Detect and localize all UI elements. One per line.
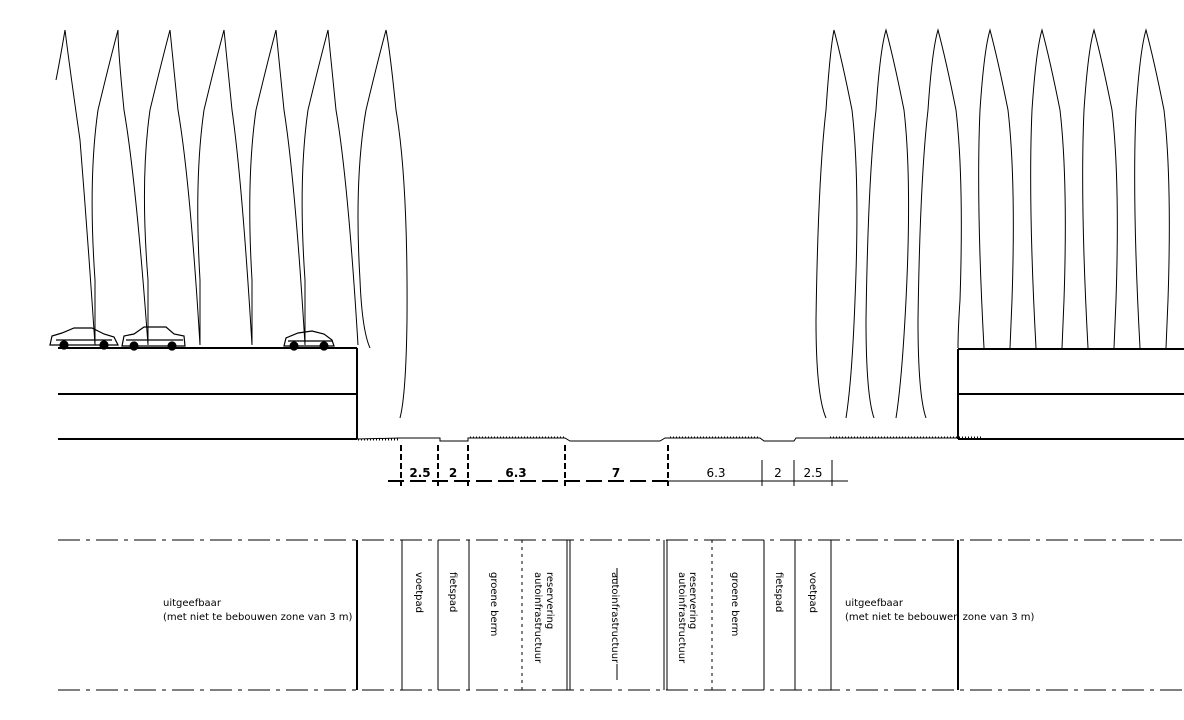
trees-left <box>55 29 408 419</box>
tree <box>1134 28 1170 349</box>
dim-label-berm-right: 6.3 <box>706 466 725 480</box>
zone-label-voetpad-right: voetpad <box>807 572 818 613</box>
car-2 <box>121 326 186 351</box>
dim-label-fietspad-left: 2 <box>449 466 457 480</box>
tree <box>1082 28 1118 349</box>
dim-label-voetpad-right: 2.5 <box>803 466 822 480</box>
zone-label-reservering-left-2: autoinfrastructuur <box>532 572 543 664</box>
zone-label-voetpad-left: voetpad <box>413 572 424 613</box>
tree <box>978 28 1014 349</box>
dim-label-fietspad-right: 2 <box>774 466 782 480</box>
zone-label-reservering-right: reservering <box>687 572 698 629</box>
street-surface <box>356 437 958 442</box>
dimension-labels: 2.5 2 6.3 7 6.3 2 2.5 <box>409 466 822 480</box>
zone-label-fietspad-left: fietspad <box>447 572 458 612</box>
tree <box>249 29 306 346</box>
tree <box>357 29 408 419</box>
tree <box>1030 28 1066 349</box>
tree <box>197 29 253 346</box>
tree <box>815 29 858 419</box>
zone-label-groene-berm-right: groene berm <box>729 572 740 636</box>
trees-right <box>815 28 1170 419</box>
zone-label-uitgeefbaar-right: uitgeefbaar <box>845 598 904 609</box>
zone-label-uitgeefbaar-left-note: (met niet te bebouwen zone van 3 m) <box>163 612 353 623</box>
zone-label-autoinfrastructuur-center: autoinfrastructuur <box>609 572 620 664</box>
dim-label-voetpad-left: 2.5 <box>409 466 430 480</box>
terrain-profile <box>58 347 1184 442</box>
zone-label-fietspad-right: fietspad <box>773 572 784 612</box>
zone-label-reservering-right-2: autoinfrastructuur <box>676 572 687 664</box>
dim-label-berm-left: 6.3 <box>505 466 526 480</box>
tree <box>301 29 359 346</box>
tree <box>55 29 96 346</box>
zone-label-reservering-left: reservering <box>544 572 555 629</box>
plan-view-boundaries <box>58 539 1184 691</box>
tree <box>143 29 201 346</box>
zone-label-groene-berm-left: groene berm <box>488 572 499 636</box>
plan-view-labels: uitgeefbaar (met niet te bebouwen zone v… <box>163 572 1035 664</box>
zone-label-uitgeefbaar-left: uitgeefbaar <box>163 598 222 609</box>
dimension-line <box>388 445 848 486</box>
tree <box>865 28 910 419</box>
car-1 <box>49 327 119 350</box>
tree <box>917 28 962 419</box>
zone-label-uitgeefbaar-right-note: (met niet te bebouwen zone van 3 m) <box>845 612 1035 623</box>
tree <box>91 29 149 346</box>
dim-label-road: 7 <box>612 466 620 480</box>
